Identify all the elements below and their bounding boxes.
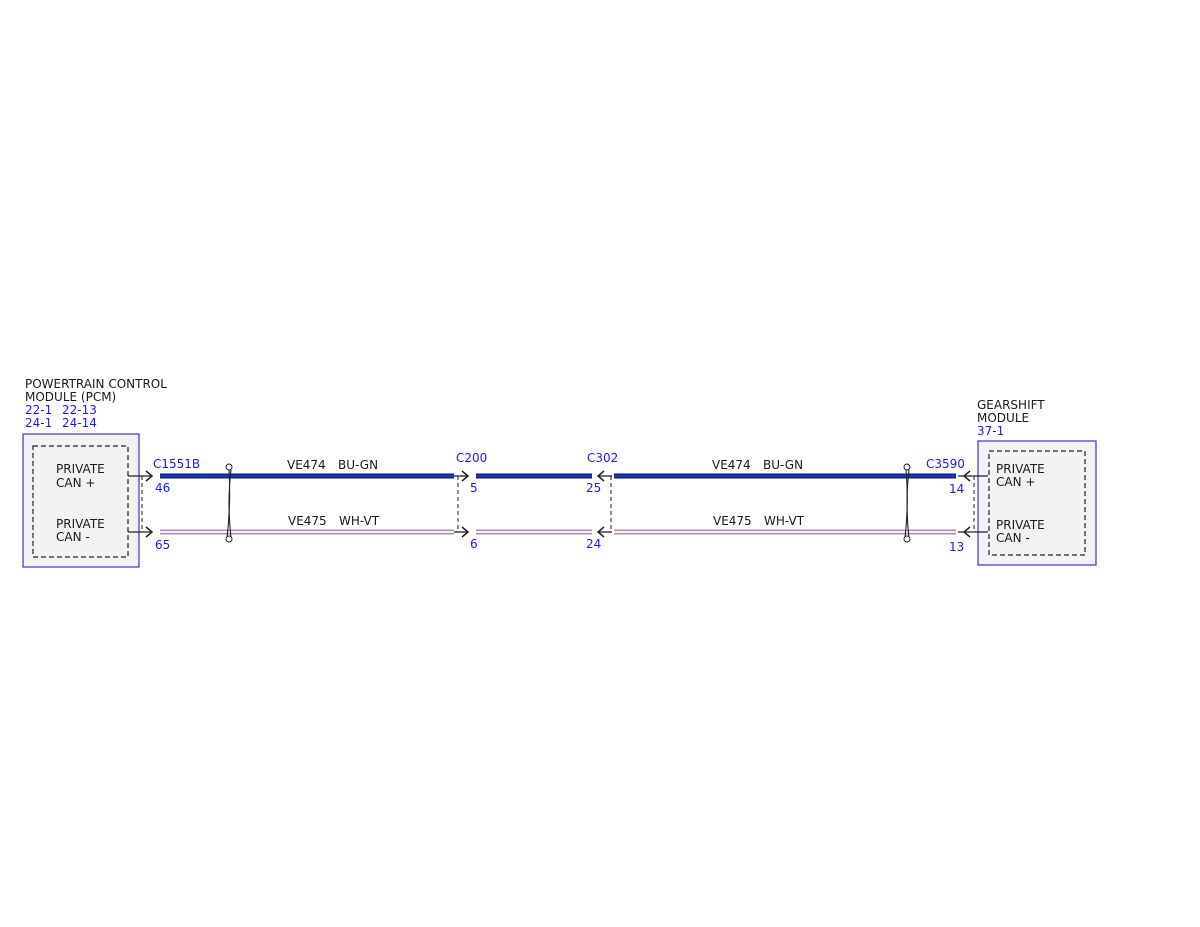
connector-c302-label[interactable]: C302	[587, 451, 618, 465]
gearshift-ref[interactable]: 37-1	[977, 424, 1004, 438]
gearshift-module-box[interactable]	[977, 440, 1097, 566]
wire-bottom-left-color: WH-VT	[339, 514, 380, 528]
connector-c1551b-label[interactable]: C1551B	[153, 457, 200, 471]
pcm-pin2-label-line2: CAN -	[56, 530, 90, 544]
wire-ve474-segment-right[interactable]	[614, 470, 988, 482]
pcm-title-line2: MODULE (PCM)	[25, 390, 116, 404]
connector-c200-pin-bottom: 6	[470, 537, 478, 551]
pcm-ref-a2[interactable]: 22-13	[62, 403, 97, 417]
gearshift-pin2-label-line2: CAN -	[996, 531, 1030, 545]
wire-bottom-right-color: WH-VT	[764, 514, 805, 528]
gearshift-pin1-label-line2: CAN +	[996, 475, 1035, 489]
pcm-title-line1: POWERTRAIN CONTROL	[25, 377, 167, 391]
pcm-ref-b1[interactable]: 24-1	[25, 416, 52, 430]
gearshift-title-line2: MODULE	[977, 411, 1029, 425]
pcm-pin1-label-line1: PRIVATE	[56, 462, 105, 476]
wire-bottom-left-circuit: VE475	[288, 514, 327, 528]
wire-top-right-color: BU-GN	[763, 458, 803, 472]
connector-c200-pin-top: 5	[470, 481, 478, 495]
wire-ve475-segment-middle[interactable]	[476, 526, 612, 538]
wire-top-left-color: BU-GN	[338, 458, 378, 472]
wire-top-left-circuit: VE474	[287, 458, 326, 472]
wire-ve474-segment-middle[interactable]	[476, 470, 612, 482]
wire-ve475-segment-right[interactable]	[614, 526, 988, 538]
wire-bottom-right-circuit: VE475	[713, 514, 752, 528]
pcm-pin2-label-line1: PRIVATE	[56, 517, 105, 531]
connector-c3590-pin-bottom: 13	[949, 540, 964, 554]
pcm-pin1-label-line2: CAN +	[56, 476, 95, 490]
pcm-ref-a1[interactable]: 22-1	[25, 403, 52, 417]
connector-c302-pin-top: 25	[586, 481, 601, 495]
pcm-inner-dashed-box	[32, 445, 129, 558]
connector-c3590-pin-top: 14	[949, 482, 964, 496]
wire-ve474-segment-left[interactable]	[128, 470, 470, 482]
twisted-pair-left-icon	[225, 463, 233, 543]
gearshift-pin1-label-line1: PRIVATE	[996, 462, 1045, 476]
connector-c200-label[interactable]: C200	[456, 451, 487, 465]
pcm-module-box[interactable]	[22, 433, 140, 568]
gearshift-pin2-label-line1: PRIVATE	[996, 518, 1045, 532]
wire-top-right-circuit: VE474	[712, 458, 751, 472]
connector-c302-pin-bottom: 24	[586, 537, 601, 551]
gearshift-title-line1: GEARSHIFT	[977, 398, 1045, 412]
pcm-ref-b2[interactable]: 24-14	[62, 416, 97, 430]
connector-c3590-label[interactable]: C3590	[926, 457, 965, 471]
connector-c1551b-pin-bottom: 65	[155, 538, 170, 552]
wire-ve475-segment-left[interactable]	[128, 526, 470, 538]
connector-c1551b-pin-top: 46	[155, 481, 170, 495]
twisted-pair-right-icon	[903, 463, 911, 543]
gearshift-inner-dashed-box	[988, 450, 1086, 556]
